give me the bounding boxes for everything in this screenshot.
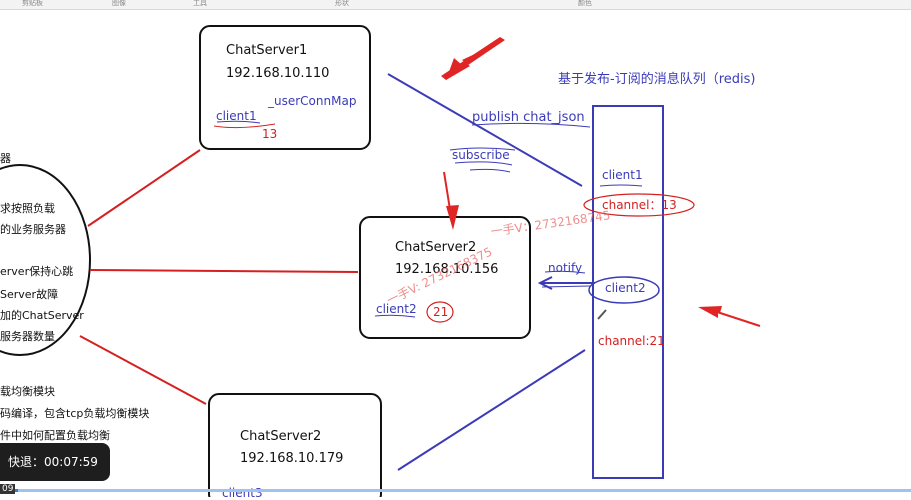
video-progress-bar[interactable]: [0, 489, 911, 492]
queue-channel21: channel:21: [598, 334, 665, 348]
queue-client1: client1: [602, 168, 643, 182]
left-text-5: 加的ChatServer: [0, 309, 84, 322]
server2-ip: 192.168.10.156: [395, 262, 499, 277]
left-text-0: 器: [0, 152, 11, 165]
user-conn-map-label: _userConnMap: [268, 94, 357, 108]
server1-conn-number: 13: [262, 127, 278, 141]
left-text-2: 的业务服务器: [0, 223, 66, 236]
load-balancer-circle: [0, 164, 91, 356]
server2-conn-number: 21: [433, 305, 449, 319]
ribbon-bar: 剪贴板 图像 工具 形状 颜色: [0, 0, 911, 10]
queue-channel13: channel：13: [602, 198, 677, 212]
left-text-3: erver保持心跳: [0, 265, 74, 278]
lb-to-server1-line: [87, 149, 201, 227]
ribbon-item-colors[interactable]: 颜色: [578, 0, 592, 7]
left-text-4: Server故障: [0, 288, 59, 301]
server2-client-label: client2: [376, 302, 417, 316]
server3-name: ChatServer2: [240, 429, 322, 444]
ribbon-item-image[interactable]: 图像: [112, 0, 126, 7]
video-timecode: 09: [0, 484, 16, 494]
subscribe-label: subscribe: [452, 148, 510, 162]
queue-client2: client2: [605, 281, 646, 295]
server1-publish-line: [387, 73, 583, 187]
server1-ip: 192.168.10.110: [226, 66, 330, 81]
server2-box: [359, 216, 531, 339]
left-text-1: 求按照负载: [0, 202, 55, 215]
red-arrow-top-shaft: [441, 37, 505, 80]
message-queue-box: [592, 105, 664, 479]
server1-client-label: client1: [216, 109, 257, 123]
ribbon-item-clipboard[interactable]: 剪贴板: [22, 0, 43, 7]
pencil-cursor-mark: [597, 309, 607, 320]
rewind-toast: 快退：00:07:59: [0, 443, 110, 481]
publish-label: publish chat_json: [472, 110, 585, 125]
lb-to-server2-line: [89, 269, 359, 273]
left-text-7: 载均衡模块: [0, 385, 55, 398]
notify-label: notify: [548, 261, 583, 275]
client2-queue-highlight: [588, 276, 660, 304]
left-text-8: 码编译，包含tcp负载均衡模块: [0, 407, 150, 420]
server3-subscribe-line: [397, 349, 586, 471]
publish-underline: [471, 122, 591, 128]
red-arrow-down-head: [446, 205, 459, 230]
server2-name: ChatServer2: [395, 240, 477, 255]
queue-title: 基于发布-订阅的消息队列（redis): [558, 72, 756, 87]
conn21-highlight: [426, 301, 454, 323]
server1-name: ChatServer1: [226, 43, 308, 58]
server3-ip: 192.168.10.179: [240, 451, 344, 466]
ribbon-item-shapes[interactable]: 形状: [335, 0, 349, 7]
ribbon-item-tools[interactable]: 工具: [193, 0, 207, 7]
server3-box: [208, 393, 382, 497]
lb-to-server3-line: [79, 335, 207, 405]
channel13-highlight: [583, 193, 695, 217]
server1-box: [199, 25, 371, 150]
left-text-6: 服务器数量: [0, 330, 55, 343]
left-text-9: 件中如何配置负载均衡: [0, 429, 110, 442]
